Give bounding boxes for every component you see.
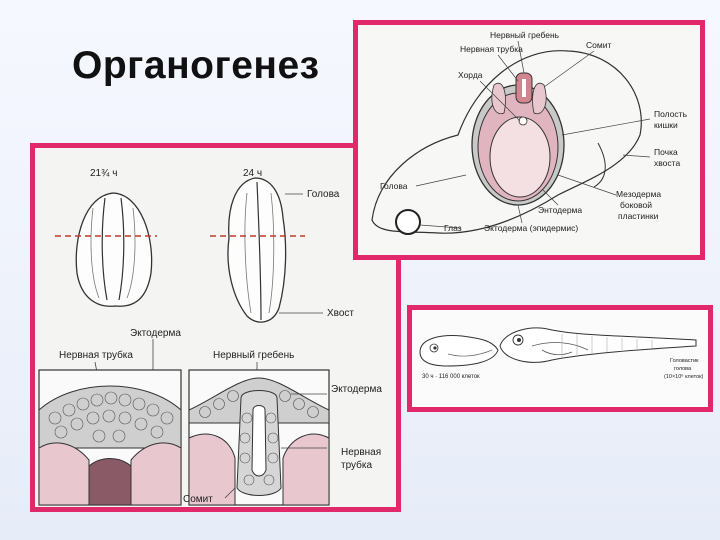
somite-label: Сомит <box>183 494 213 505</box>
body-cavity-label-2: кишки <box>654 120 678 130</box>
section-late-drawing <box>188 369 330 506</box>
tailbud-embryo-figure: Нервный гребень Нервная трубка Сомит Хор… <box>353 20 705 260</box>
endoderm-label: Энтодерма <box>538 205 582 215</box>
neurulation-figure: 21¾ ч 24 ч Голова Хвост Эктодерма Нервна… <box>30 143 401 512</box>
embryo-early-drawing <box>55 192 157 307</box>
embryo-section-drawing <box>471 72 565 206</box>
neurulation-drawing: 21¾ ч 24 ч Голова Хвост Эктодерма Нервна… <box>38 168 382 506</box>
somite-label-top: Сомит <box>586 40 611 50</box>
stage-2-label: 24 ч <box>243 168 262 179</box>
neural-tube-right-label-1: Нервная <box>341 447 381 458</box>
lateral-mesoderm-label-2: боковой <box>620 200 652 210</box>
neural-tube-label-top: Нервная трубка <box>460 44 523 54</box>
tadpole-caption-1: Головастик <box>670 358 699 364</box>
ectoderm-right-label: Эктодерма <box>331 384 382 395</box>
neural-crest-label-top: Нервный гребень <box>490 30 560 40</box>
eye-label: Глаз <box>444 223 462 233</box>
section-early-drawing <box>38 369 182 506</box>
tail-bud-label-1: Почка <box>654 147 678 157</box>
head-label: Голова <box>307 189 340 200</box>
tailbud-embryo-drawing: Нервный гребень Нервная трубка Сомит Хор… <box>371 30 688 235</box>
head-label-top: Голова <box>380 181 408 191</box>
early-embryo-caption: 30 ч · 116 000 клеток <box>422 374 480 380</box>
neural-tube-left-label: Нервная трубка <box>59 349 133 361</box>
lateral-mesoderm-label-1: Мезодерма <box>616 189 661 199</box>
body-cavity-label-1: Полость <box>654 109 688 119</box>
early-embryo-drawing <box>419 335 499 367</box>
tadpole-caption-3: (10×10⁶ клеток) <box>664 373 704 380</box>
ectoderm-label-top: Эктодерма (эпидермис) <box>484 223 578 233</box>
embryo-late-drawing <box>210 177 323 323</box>
tadpole-figure: 30 ч · 116 000 клеток Головастик голова … <box>407 305 713 412</box>
slide-title: Органогенез <box>72 44 320 87</box>
tadpole-drawing: 30 ч · 116 000 клеток Головастик голова … <box>419 327 704 380</box>
neural-crest-label: Нервный гребень <box>213 349 294 361</box>
lateral-mesoderm-label-3: пластинки <box>618 211 659 221</box>
neural-tube-right-label-2: трубка <box>341 459 372 471</box>
tail-bud-label-2: хвоста <box>654 158 680 168</box>
tadpole-caption-2: голова <box>674 366 692 372</box>
stage-1-label: 21¾ ч <box>90 168 117 179</box>
ectoderm-top-label: Эктодерма <box>130 328 181 339</box>
tadpole-drawing-body <box>499 327 697 363</box>
notochord-label: Хорда <box>458 70 483 80</box>
tail-label: Хвост <box>327 308 354 319</box>
